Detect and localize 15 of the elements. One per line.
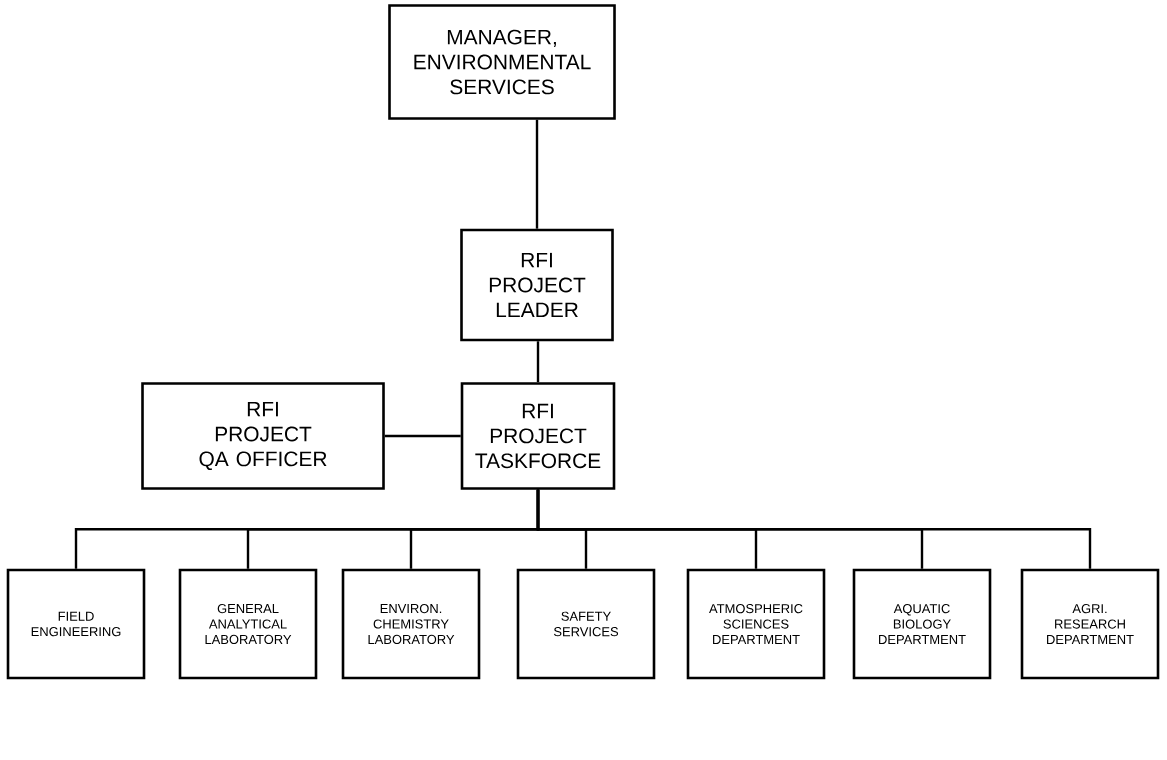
org-box: RFI PROJECT QA OFFICER bbox=[141, 382, 385, 490]
org-box: GENERAL ANALYTICAL LABORATORY bbox=[178, 568, 318, 680]
org-box: RFI PROJECT LEADER bbox=[460, 228, 614, 342]
org-box: SAFETY SERVICES bbox=[516, 568, 656, 680]
org-box: MANAGER, ENVIRONMENTAL SERVICES bbox=[388, 4, 616, 120]
connector-line bbox=[536, 341, 540, 383]
org-box: ATMOSPHERIC SCIENCES DEPARTMENT bbox=[686, 568, 826, 680]
connector-line bbox=[536, 489, 1092, 569]
connector-line bbox=[384, 434, 461, 438]
org-box: FIELD ENGINEERING bbox=[6, 568, 146, 680]
org-box: RFI PROJECT TASKFORCE bbox=[460, 382, 616, 490]
org-box: AGRI. RESEARCH DEPARTMENT bbox=[1020, 568, 1160, 680]
org-box: ENVIRON. CHEMISTRY LABORATORY bbox=[341, 568, 481, 680]
org-box: AQUATIC BIOLOGY DEPARTMENT bbox=[852, 568, 992, 680]
connector-line bbox=[535, 119, 539, 229]
